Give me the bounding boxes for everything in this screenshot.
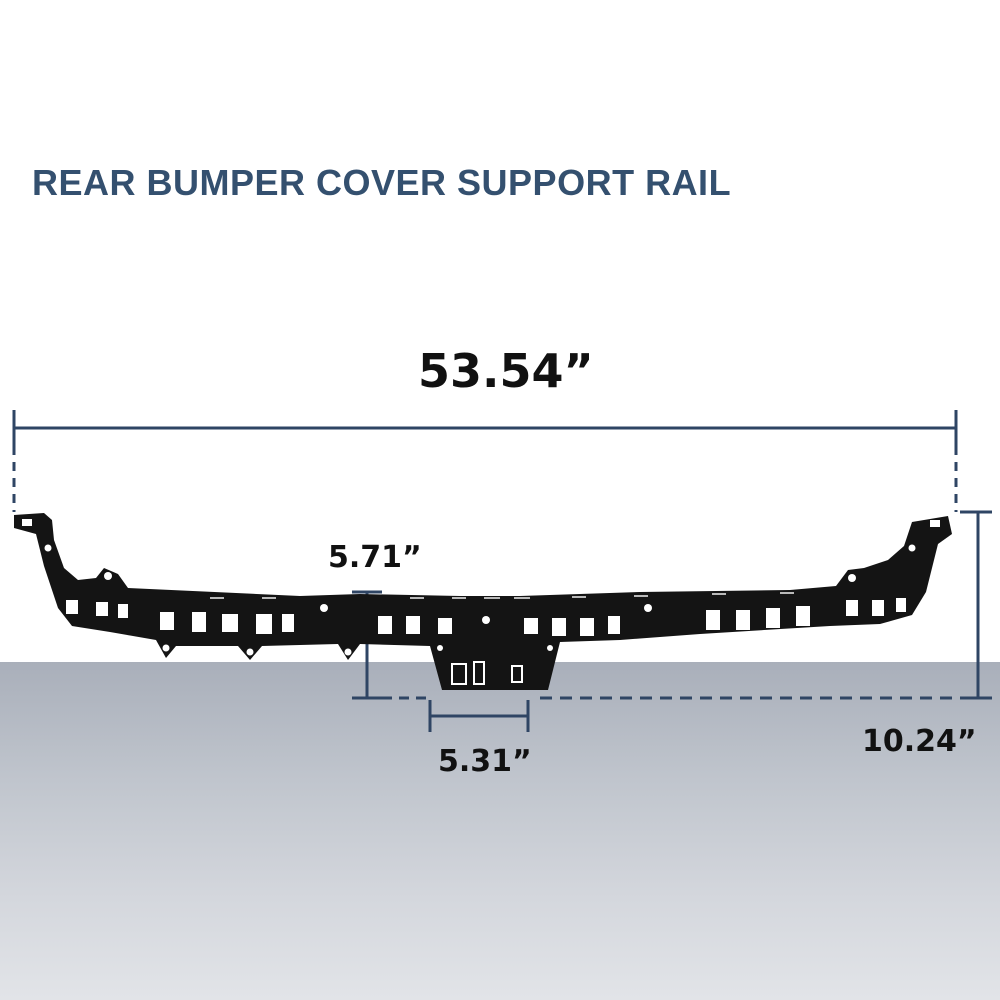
hole xyxy=(162,644,170,652)
left-tab-slot xyxy=(22,519,32,526)
hole xyxy=(246,648,254,656)
center-bracket-details xyxy=(451,661,523,685)
support-rail-part xyxy=(14,513,952,690)
bracket-height-label: 5.71” xyxy=(328,540,422,575)
hole xyxy=(908,544,916,552)
hole xyxy=(547,645,553,651)
mounting-holes xyxy=(44,544,916,656)
hole xyxy=(320,604,328,612)
rib-windows xyxy=(66,598,906,636)
hole xyxy=(482,616,490,624)
rail-body xyxy=(14,513,952,690)
hole xyxy=(44,544,52,552)
bracket-width-label: 5.31” xyxy=(438,744,532,779)
hole xyxy=(848,574,856,582)
hole xyxy=(104,572,112,580)
right-tab-slot xyxy=(930,520,940,527)
overall-height-label: 10.24” xyxy=(862,724,977,759)
hole xyxy=(644,604,652,612)
dimension-lines xyxy=(12,410,992,732)
overall-width-label: 53.54” xyxy=(418,344,594,398)
product-title: REAR BUMPER COVER SUPPORT RAIL xyxy=(32,162,732,203)
hole xyxy=(437,645,443,651)
rail-highlights xyxy=(210,592,794,599)
hole xyxy=(344,648,352,656)
floor-background xyxy=(0,662,1000,1000)
